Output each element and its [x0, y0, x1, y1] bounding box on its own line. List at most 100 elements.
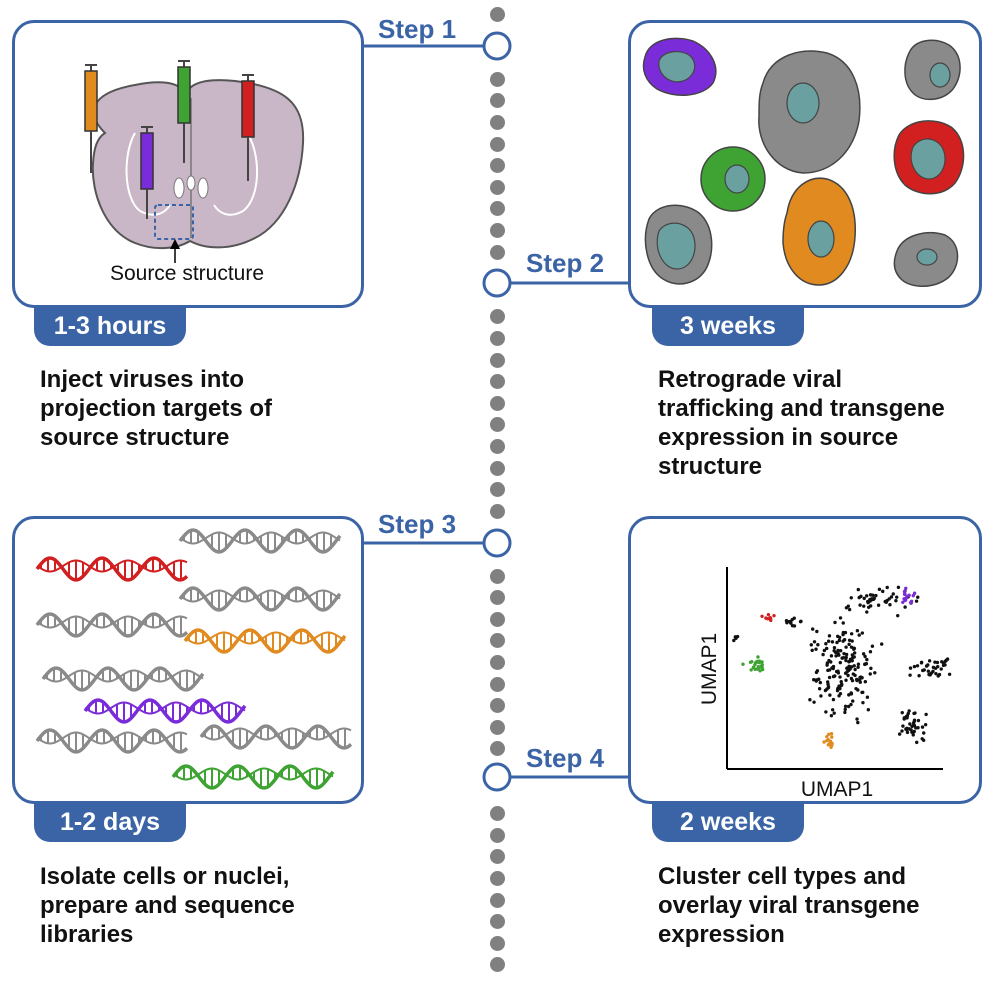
timeline-dot: [490, 849, 505, 865]
panel-clustering: UMAP1 UMAP1: [628, 516, 982, 804]
umap-point: [881, 589, 885, 594]
umap-point: [833, 620, 837, 625]
umap-point: [824, 642, 828, 646]
step1-description: Inject viruses into projection targets o…: [40, 365, 272, 452]
brain-section: [91, 79, 305, 249]
step3-label: Step 3: [378, 509, 457, 539]
description-line: Inject viruses into: [40, 366, 245, 393]
umap-point: [825, 663, 829, 667]
umap-point: [896, 613, 900, 618]
umap-point: [844, 645, 848, 649]
step3-description: Isolate cells or nuclei, prepare and seq…: [40, 862, 295, 949]
umap-point: [900, 710, 904, 715]
umap-point: [826, 639, 831, 643]
umap-point: [902, 717, 906, 721]
syringe-orange: [84, 64, 98, 173]
umap-point: [863, 680, 868, 684]
umap-point: [861, 700, 865, 705]
timeline-dot: [490, 482, 505, 498]
timeline-dot: [490, 179, 505, 195]
timeline-dot: [490, 352, 505, 368]
umap-point: [741, 662, 745, 666]
umap-point: [873, 671, 877, 675]
timeline-dot: [490, 655, 505, 670]
umap-point: [821, 652, 825, 657]
umap-point: [908, 722, 912, 726]
timeline-dot: [490, 957, 505, 973]
umap-point: [889, 595, 894, 599]
umap-point: [927, 672, 931, 677]
timeline-dot: [490, 115, 505, 130]
umap-point: [871, 593, 875, 597]
dna-strand: [35, 556, 189, 582]
umap-point: [830, 735, 834, 739]
umap-point: [812, 700, 816, 704]
timeline-dot: [490, 676, 505, 692]
umap-point: [830, 640, 835, 644]
umap-point: [908, 673, 912, 677]
umap-point: [868, 672, 872, 676]
umap-point: [749, 668, 753, 672]
timeline-node-step2: [482, 268, 512, 298]
umap-point: [915, 740, 919, 745]
umap-point: [846, 673, 850, 678]
timeline-dot: [490, 611, 505, 627]
panel-cells: [628, 20, 982, 308]
umap-point: [942, 661, 946, 666]
timeline-dot: [490, 201, 505, 217]
umap-point: [760, 614, 764, 618]
timeline-dot: [490, 892, 505, 908]
umap-point: [756, 655, 760, 659]
umap-point: [912, 719, 917, 723]
umap-point: [916, 595, 920, 599]
umap-point: [860, 676, 864, 680]
umap-point: [858, 678, 862, 682]
umap-point: [849, 665, 854, 669]
timeline-node-step1: [482, 31, 512, 61]
umap-point: [829, 654, 834, 658]
duration-badge-step1: 1-3 hours: [34, 306, 186, 346]
umap-point: [837, 684, 841, 688]
umap-point: [825, 735, 829, 739]
umap-point: [906, 711, 910, 716]
step1-label: Step 1: [378, 14, 457, 44]
umap-x-label: UMAP1: [801, 778, 873, 801]
timeline-dot: [490, 741, 505, 757]
umap-point: [849, 596, 853, 600]
umap-point: [872, 596, 876, 601]
umap-point: [914, 726, 918, 730]
umap-point: [822, 740, 826, 744]
umap-point: [865, 657, 869, 662]
umap-point: [855, 717, 859, 721]
umap-point: [912, 664, 917, 669]
umap-point: [829, 745, 833, 749]
umap-point: [844, 678, 848, 682]
umap-point: [861, 690, 865, 695]
umap-point: [937, 672, 942, 677]
umap-point: [842, 651, 846, 656]
umap-point: [836, 648, 840, 653]
timeline-dot: [490, 719, 505, 735]
umap-point: [935, 660, 940, 665]
description-line: projection targets of: [40, 395, 273, 422]
umap-point: [863, 654, 867, 659]
umap-point: [828, 739, 833, 744]
umap-point: [929, 671, 934, 675]
umap-point: [862, 604, 866, 608]
umap-point: [920, 725, 925, 729]
umap-point: [831, 666, 835, 671]
umap-point: [827, 634, 832, 638]
timeline-dot: [490, 827, 505, 843]
timeline-dot: [490, 460, 505, 476]
umap-point: [894, 599, 898, 603]
umap-point: [832, 646, 837, 650]
umap-point: [847, 660, 851, 664]
umap-point: [818, 680, 823, 685]
step2-description: Retrograde viral trafficking and transge…: [658, 365, 945, 481]
timeline-dot: [490, 374, 505, 390]
umap-point: [856, 662, 861, 666]
syringe-red: [241, 74, 255, 181]
umap-point: [837, 635, 842, 640]
umap-point: [831, 674, 836, 679]
umap-point: [865, 610, 869, 614]
